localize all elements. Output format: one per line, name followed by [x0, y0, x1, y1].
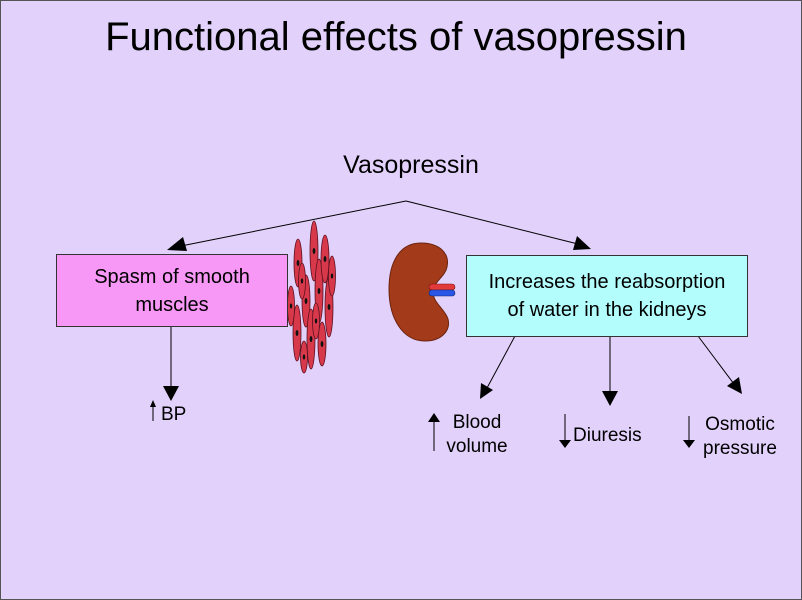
arrowhead-to-blood-volume [480, 383, 493, 399]
spasm-box-line1: Spasm of smooth [94, 265, 250, 288]
blood-volume-line1: Blood [452, 412, 502, 433]
arrowhead-to-diuresis [602, 391, 618, 406]
bp-up-arrow-icon [150, 400, 156, 421]
arrowhead-to-spasm [167, 237, 187, 251]
blood-volume-up-arrow-icon [428, 413, 440, 451]
kidney-illustration [388, 242, 456, 342]
arrow-to-osmotic [697, 335, 735, 385]
diuresis-label: Diuresis [573, 425, 642, 446]
root-node-vasopressin: Vasopressin [343, 151, 479, 179]
reabsorption-box-line1: Increases the reabsorption [488, 271, 726, 293]
bp-label: BP [161, 404, 187, 425]
spasm-of-smooth-muscles-box: Spasm of smooth muscles [56, 254, 288, 327]
arrowhead-to-osmotic [727, 377, 742, 394]
osmotic-pressure-line2: pressure [703, 438, 777, 459]
arrow-to-blood-volume [486, 335, 516, 389]
blood-volume-label: Blood volume [441, 411, 513, 459]
arrowhead-to-reabsorption [573, 236, 591, 250]
arrowhead-to-bp [163, 386, 179, 401]
blood-volume-line2: volume [446, 436, 508, 457]
osmotic-pressure-line1: Osmotic [705, 414, 775, 435]
smooth-muscle-illustration [287, 220, 336, 374]
diuresis-down-arrow-icon [559, 414, 571, 448]
slide-title: Functional effects of vasopressin [105, 15, 687, 59]
osmotic-down-arrow-icon [683, 416, 695, 448]
arrow-to-spasm [170, 200, 407, 249]
spasm-box-line2: muscles [135, 293, 209, 316]
arrow-to-reabsorption [405, 200, 587, 247]
reabsorption-box-line2: of water in the kidneys [507, 299, 707, 321]
osmotic-pressure-label: Osmotic pressure [697, 413, 783, 461]
water-reabsorption-box: Increases the reabsorption of water in t… [466, 255, 748, 337]
